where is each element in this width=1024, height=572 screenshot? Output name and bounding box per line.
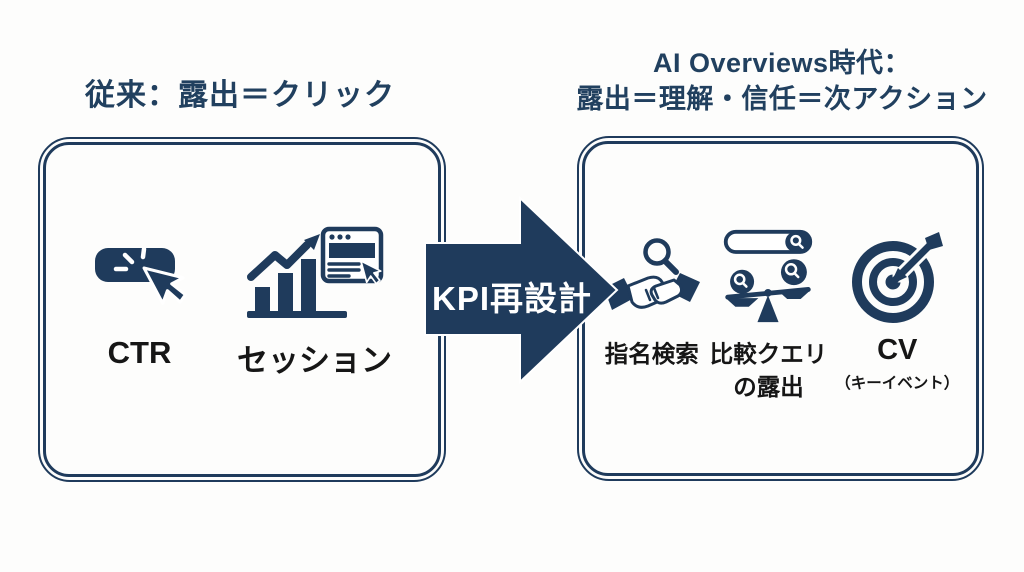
right-section-title: AI Overviews時代： 露出＝理解・信任＝次アクション <box>552 46 1012 117</box>
comparison-label-line2: の露出 <box>733 373 804 400</box>
kpi-item-comparison-queries: 比較クエリ の露出 <box>710 222 828 404</box>
kpi-label-cv-sub: （キーイベント） <box>835 375 960 392</box>
right-title-line1: AI Overviews時代： <box>652 48 912 78</box>
ai-overviews-kpi-panel: 指名検索 <box>577 136 984 481</box>
comparison-scale-icon <box>720 222 816 326</box>
kpi-item-sessions: セッション <box>237 225 392 380</box>
right-title-line2: 露出＝理解・信任＝次アクション <box>576 83 988 114</box>
left-section-title: 従来：露出＝クリック <box>85 79 395 112</box>
kpi-label-comparison-queries: 比較クエリ の露出 <box>710 338 828 404</box>
traditional-kpi-panel: CTR <box>38 137 446 482</box>
kpi-label-ctr: CTR <box>107 335 172 370</box>
kpi-label-branded-search: 指名検索 <box>604 341 699 367</box>
target-dart-icon <box>849 222 946 326</box>
kpi-label-sessions: セッション <box>237 343 392 378</box>
click-cursor-icon <box>92 225 187 325</box>
kpi-item-ctr: CTR <box>92 225 187 371</box>
comparison-label-line1: 比較クエリ <box>709 341 828 367</box>
kpi-label-cv: CV <box>877 334 918 366</box>
analytics-browser-icon <box>245 225 385 325</box>
kpi-item-cv: CV （キーイベント） <box>835 222 959 393</box>
transition-arrow <box>424 195 619 385</box>
transition-arrow-label: KPI再設計 <box>431 280 592 317</box>
